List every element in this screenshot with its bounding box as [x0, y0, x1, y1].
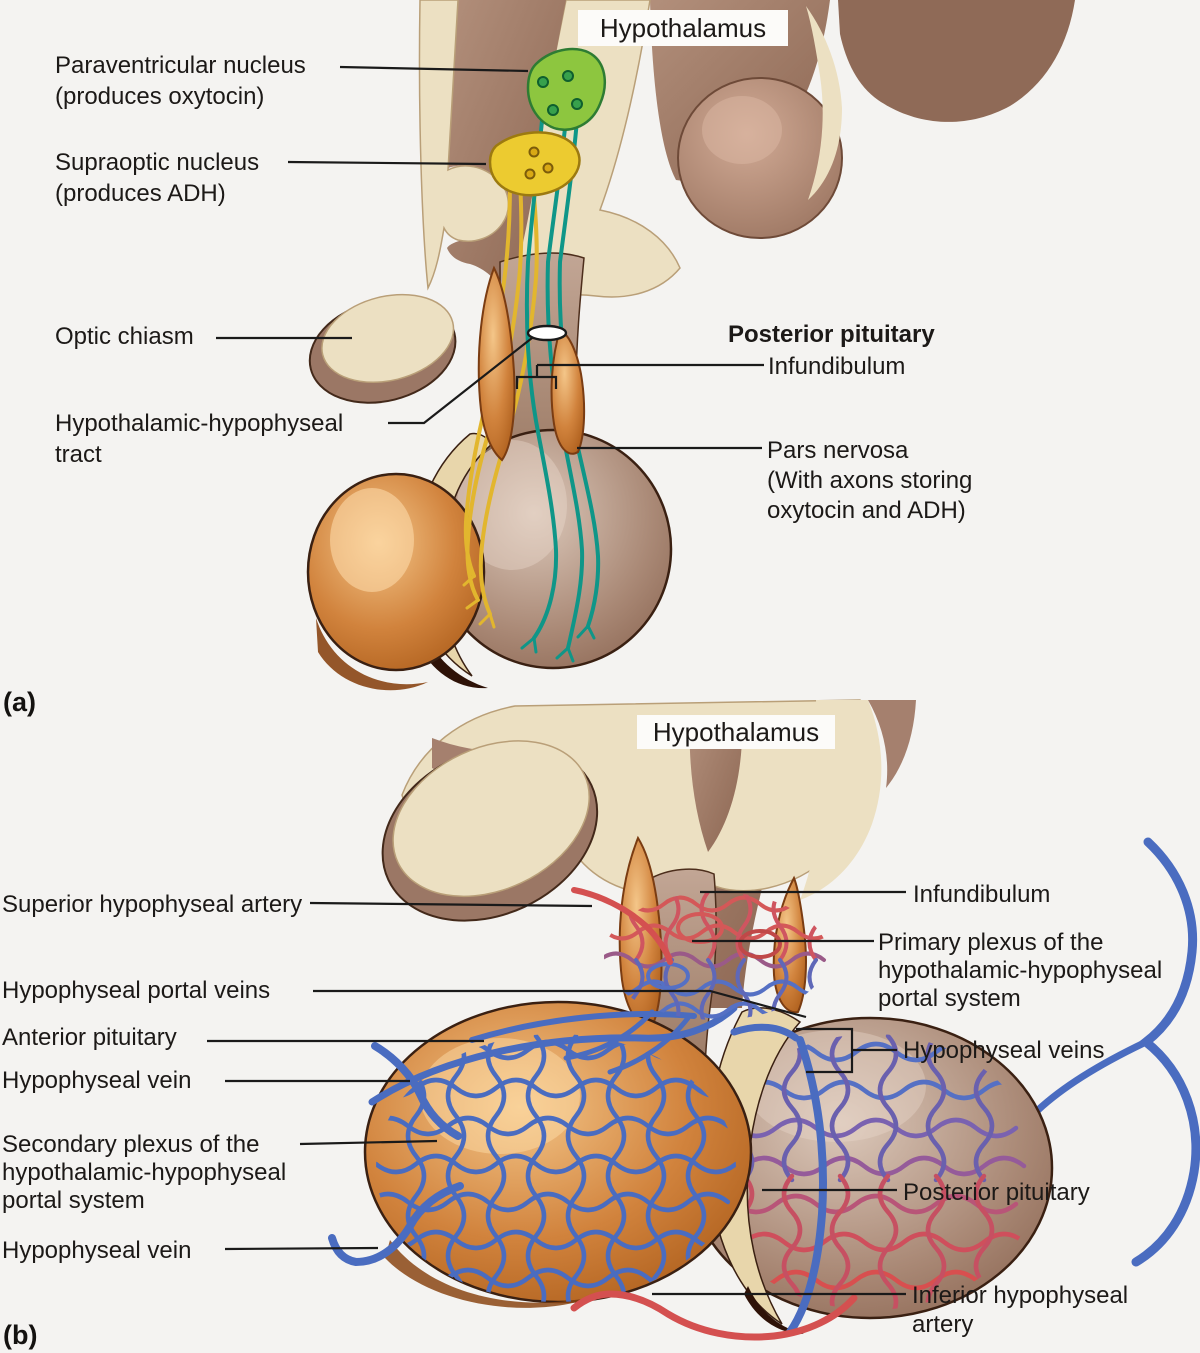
panel-letter-a: (a)	[3, 687, 36, 717]
label-hypophyseal-vein-upper: Hypophyseal vein	[2, 1067, 192, 1094]
label-infundibulum-a: Infundibulum	[768, 353, 906, 380]
panel-b-illustration	[207, 699, 1200, 1341]
label-hypophyseal-veins: Hypophyseal veins	[903, 1037, 1105, 1064]
label-hypothalamic-hypophyseal-tract: Hypothalamic-hypophyseal tract	[55, 410, 344, 468]
supraoptic-nucleus-shape	[488, 131, 581, 197]
label-pars-nervosa: Pars nervosa (With axons storing oxytoci…	[767, 437, 973, 524]
label-anterior-pituitary: Anterior pituitary	[2, 1024, 177, 1051]
label-hypophyseal-vein-lower: Hypophyseal vein	[2, 1237, 192, 1264]
panel-letter-b: (b)	[3, 1320, 38, 1350]
panel-a-leader-lines	[216, 65, 764, 450]
label-supraoptic-nucleus: Supraoptic nucleus (produces ADH)	[55, 149, 260, 207]
panel-b-leader-lines	[207, 890, 906, 1296]
label-primary-plexus: Primary plexus of the hypothalamic-hypop…	[878, 929, 1163, 1012]
hypophyseal-vein-right-shape	[1034, 837, 1200, 1267]
label-inferior-hypophyseal-artery: Inferior hypophyseal artery	[912, 1282, 1129, 1338]
panel-a-illustration	[216, 0, 1075, 691]
hypophyseal-portal-veins-shape	[368, 1004, 738, 1106]
label-superior-hypophyseal-artery: Superior hypophyseal artery	[2, 891, 303, 918]
label-optic-chiasm: Optic chiasm	[55, 323, 194, 350]
label-posterior-pituitary-b: Posterior pituitary	[903, 1179, 1090, 1206]
label-posterior-pituitary-a: Posterior pituitary	[728, 321, 935, 348]
hypothalamus-title-a: Hypothalamus	[578, 10, 788, 46]
secondary-plexus-mesh	[376, 1034, 736, 1302]
hypophyseal-vein-left-shapes	[328, 1042, 464, 1267]
label-paraventricular-nucleus: Paraventricular nucleus (produces oxytoc…	[55, 52, 306, 110]
label-hypophyseal-portal-veins: Hypophyseal portal veins	[2, 977, 271, 1004]
paraventricular-nucleus-shape	[526, 47, 607, 131]
superior-hypophyseal-artery-shape	[571, 887, 673, 965]
hypophyseal-veins-pair-shape	[730, 1023, 827, 1336]
label-secondary-plexus: Secondary plexus of the hypothalamic-hyp…	[2, 1131, 287, 1214]
inferior-hypophyseal-artery-shape	[570, 1290, 858, 1341]
hypothalamus-title-b: Hypothalamus	[637, 715, 835, 749]
label-infundibulum-b: Infundibulum	[913, 881, 1051, 908]
optic-chiasm-shape	[308, 293, 457, 404]
